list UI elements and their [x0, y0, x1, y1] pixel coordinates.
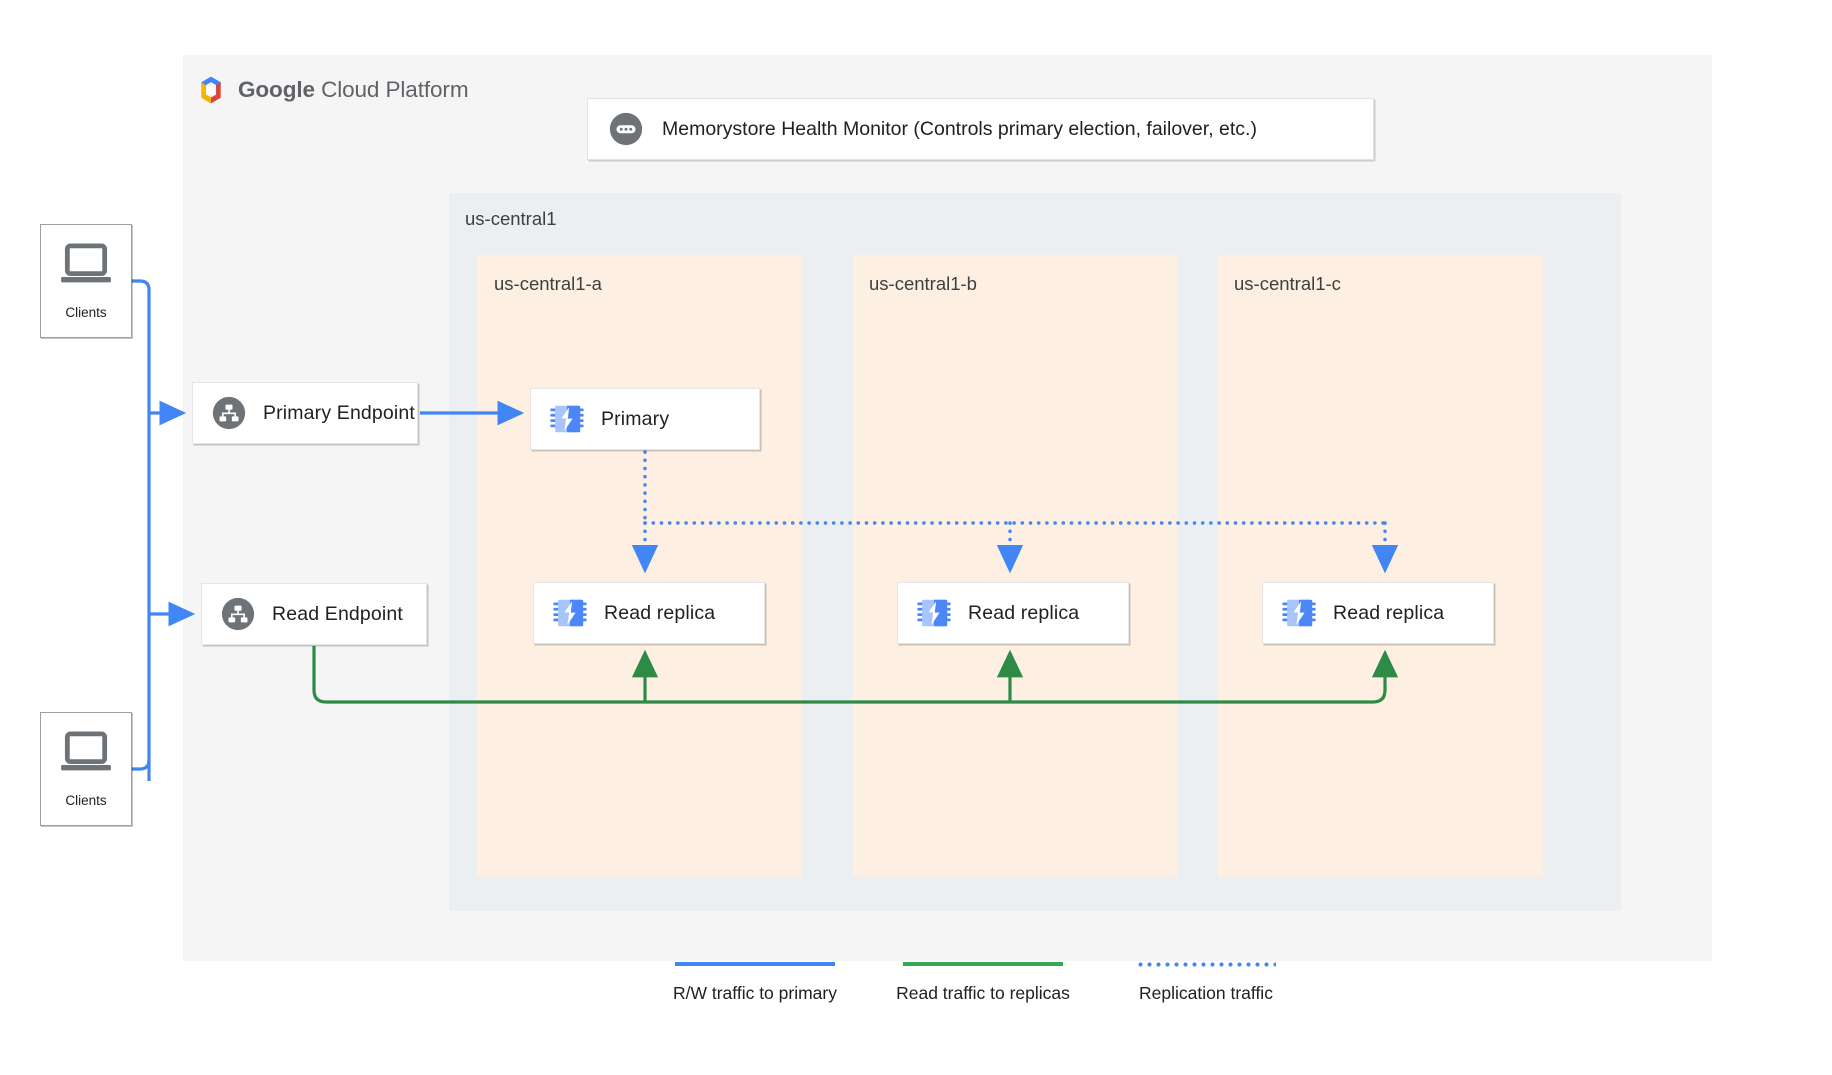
- memorystore-health-monitor: Memorystore Health Monitor (Controls pri…: [587, 98, 1374, 160]
- laptop-icon: [61, 243, 111, 283]
- memorystore-chip-icon: [917, 599, 951, 627]
- hierarchy-icon: [221, 597, 255, 631]
- gcp-wordmark: Google Cloud Platform: [238, 77, 469, 103]
- read-endpoint-node[interactable]: Read Endpoint: [201, 583, 427, 645]
- memorystore-chip-icon: [553, 599, 587, 627]
- legend-label-rw-traffic: R/W traffic to primary: [672, 983, 837, 1003]
- legend-swatch-blue-solid: [675, 962, 835, 966]
- zone-label-c: us-central1-c: [1234, 273, 1341, 294]
- laptop-icon: [61, 731, 111, 771]
- instance-read-replica-c-label: Read replica: [1333, 601, 1445, 624]
- zone-container-us-central1-c: [1218, 255, 1543, 877]
- primary-endpoint-node[interactable]: Primary Endpoint: [192, 382, 418, 444]
- clients-top-label: Clients: [65, 305, 107, 320]
- region-label: us-central1: [465, 208, 557, 229]
- clients-node-bottom[interactable]: Clients: [40, 712, 132, 826]
- legend-item-rw-traffic: R/W traffic to primary: [655, 962, 855, 1004]
- zone-label-a: us-central1-a: [494, 273, 602, 294]
- instance-read-replica-c[interactable]: Read replica: [1262, 582, 1494, 644]
- legend-label-replication-traffic: Replication traffic: [1139, 983, 1273, 1003]
- legend-swatch-blue-dotted: [1136, 962, 1276, 967]
- legend-label-read-traffic: Read traffic to replicas: [896, 983, 1070, 1003]
- health-monitor-icon: [609, 112, 643, 146]
- clients-bottom-label: Clients: [65, 793, 107, 808]
- instance-read-replica-b[interactable]: Read replica: [897, 582, 1129, 644]
- legend-item-replication-traffic: Replication traffic: [1111, 962, 1301, 1004]
- instance-read-replica-a[interactable]: Read replica: [533, 582, 765, 644]
- wire-client-bottom-trunk: [132, 759, 151, 771]
- legend: R/W traffic to primary Read traffic to r…: [655, 962, 1315, 1024]
- memorystore-chip-icon: [1282, 599, 1316, 627]
- google-cloud-platform-logo-icon: [201, 76, 221, 104]
- instance-primary[interactable]: Primary: [530, 388, 760, 450]
- hierarchy-icon: [212, 396, 246, 430]
- zone-label-b: us-central1-b: [869, 273, 977, 294]
- zone-container-us-central1-b: [853, 255, 1178, 877]
- primary-endpoint-label: Primary Endpoint: [263, 401, 415, 424]
- legend-item-read-traffic: Read traffic to replicas: [877, 962, 1089, 1004]
- gcp-brand: Google Cloud Platform: [195, 73, 469, 107]
- instance-primary-label: Primary: [601, 407, 670, 430]
- memorystore-chip-icon: [550, 405, 584, 433]
- health-monitor-label: Memorystore Health Monitor (Controls pri…: [662, 117, 1257, 140]
- gcp-wordmark-light: Cloud Platform: [321, 77, 469, 102]
- wire-client-top-trunk: [132, 279, 151, 781]
- legend-swatch-green-solid: [903, 962, 1063, 966]
- instance-read-replica-a-label: Read replica: [604, 601, 716, 624]
- read-endpoint-label: Read Endpoint: [272, 602, 403, 625]
- gcp-wordmark-bold: Google: [238, 77, 315, 102]
- clients-node-top[interactable]: Clients: [40, 224, 132, 338]
- instance-read-replica-b-label: Read replica: [968, 601, 1080, 624]
- zone-container-us-central1-a: [477, 255, 802, 877]
